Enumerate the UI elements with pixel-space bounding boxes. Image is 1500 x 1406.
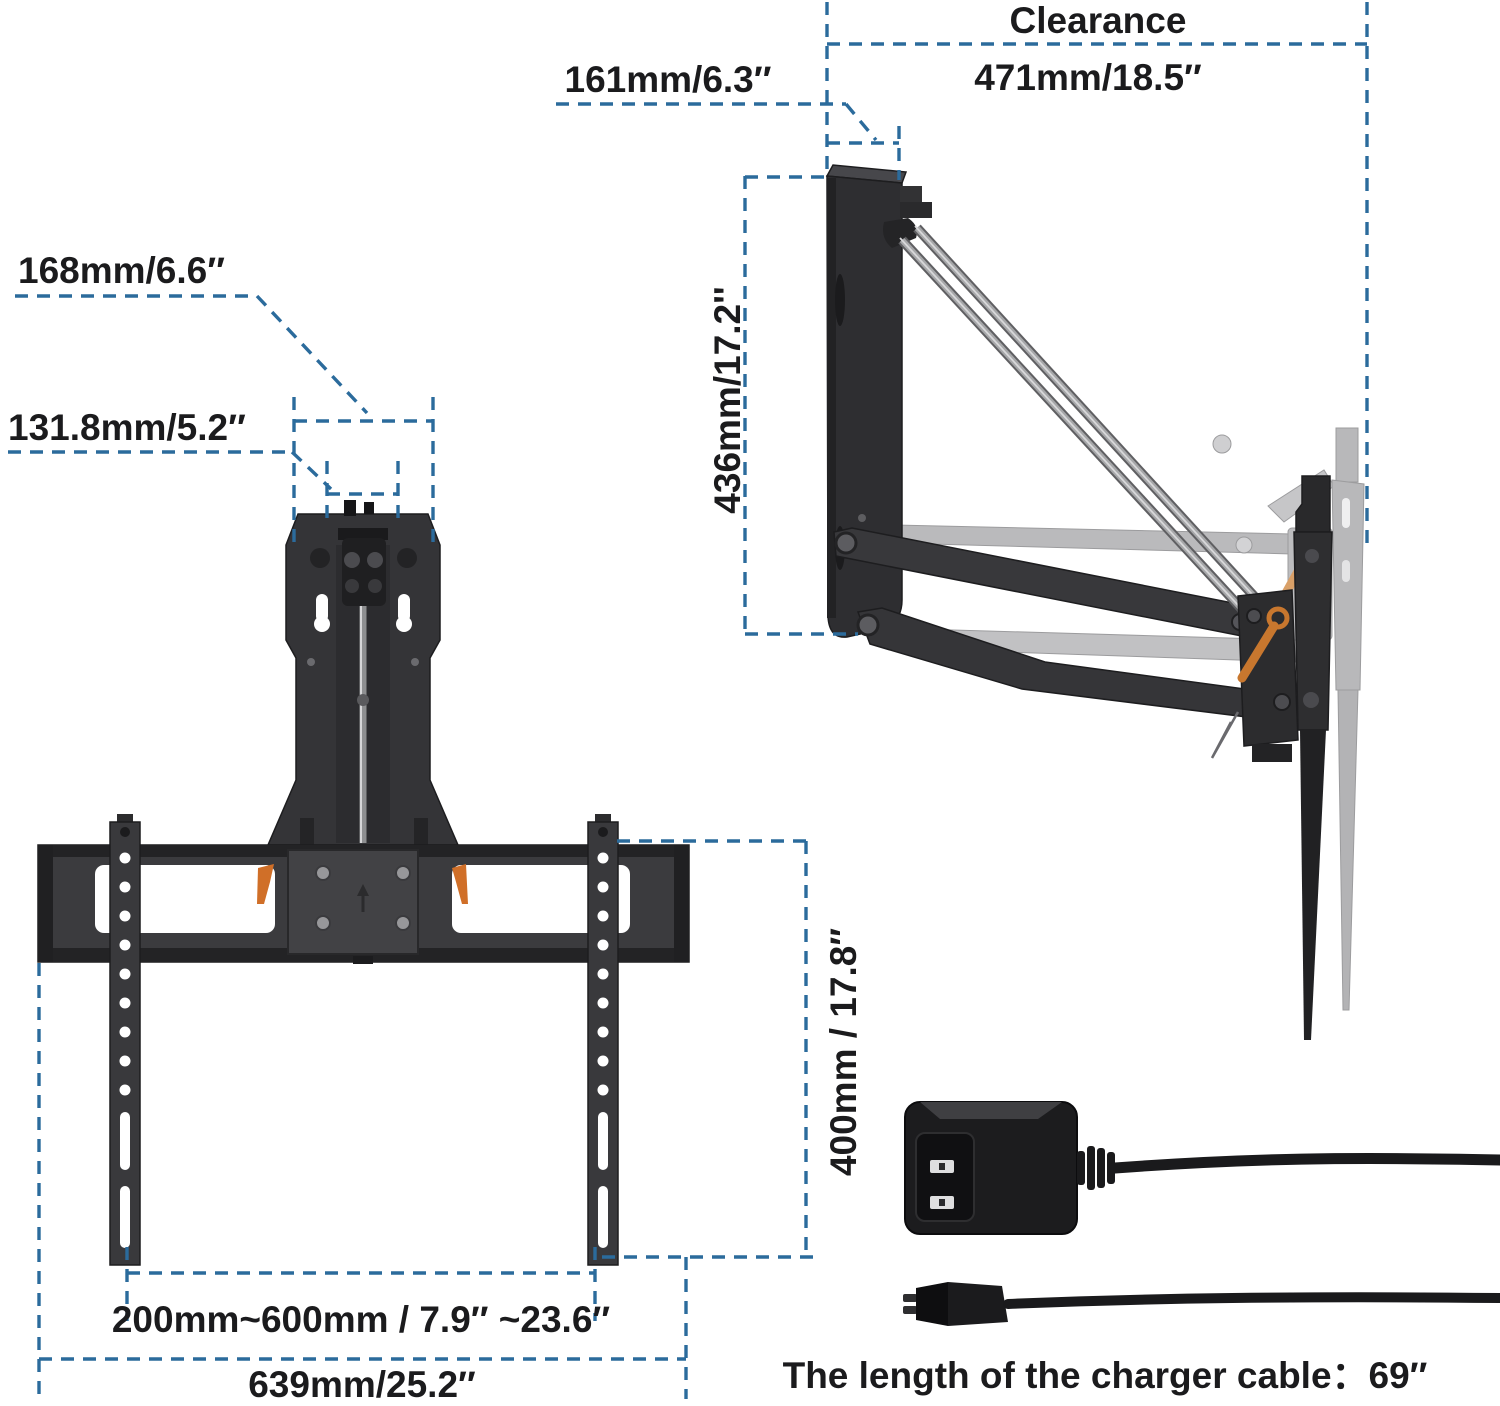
plate-screws bbox=[315, 865, 411, 931]
dim-top-width: 168mm/6.6″ bbox=[15, 250, 435, 546]
side-view: Clearance 471mm/18.5″ 161mm/6.3″ 436mm/1… bbox=[556, 0, 1369, 1040]
dim-folded-depth: 161mm/6.3″ bbox=[556, 59, 901, 180]
connector-cable bbox=[1003, 1292, 1500, 1309]
ghost-tv-bracket bbox=[1331, 479, 1365, 691]
dim-hole-spacing-label: 131.8mm/5.2″ bbox=[8, 407, 246, 448]
dim-clearance: Clearance 471mm/18.5″ bbox=[825, 0, 1369, 549]
dim-vesa-height-label: 400mm / 17.8″ bbox=[823, 928, 864, 1176]
charger-caption: The length of the charger cable：69″ bbox=[783, 1355, 1428, 1396]
dim-vesa-height: 400mm / 17.8″ bbox=[602, 839, 864, 1259]
charger-section: The length of the charger cable：69″ bbox=[783, 1101, 1500, 1396]
crossbar-window-right bbox=[452, 865, 630, 933]
dim-folded-depth-label: 161mm/6.3″ bbox=[565, 59, 772, 100]
dim-plate-height-label: 436mm/17.2'' bbox=[707, 286, 748, 513]
dim-hole-spacing: 131.8mm/5.2″ bbox=[8, 407, 400, 519]
front-view: 168mm/6.6″ 131.8mm/5.2″ 400mm / 17.8″ 20… bbox=[8, 250, 864, 1405]
dim-top-width-label: 168mm/6.6″ bbox=[18, 250, 225, 291]
adapter-prongs bbox=[930, 1160, 954, 1209]
dim-clearance-title: Clearance bbox=[1010, 0, 1187, 41]
arm-pivot-upper bbox=[834, 531, 858, 555]
power-cable bbox=[1109, 1153, 1500, 1174]
dim-vesa-width-range: 200mm~600mm / 7.9″ ~23.6″ bbox=[112, 1247, 611, 1340]
strain-relief bbox=[1077, 1146, 1115, 1190]
power-adapter bbox=[904, 1101, 1500, 1235]
arm-pivot-lower bbox=[856, 613, 880, 637]
dim-plate-height: 436mm/17.2'' bbox=[707, 175, 858, 636]
center-plate bbox=[287, 849, 419, 955]
dim-overall-width-label: 639mm/25.2″ bbox=[248, 1364, 476, 1405]
dim-clearance-value: 471mm/18.5″ bbox=[974, 57, 1202, 98]
top-drive-mechanism bbox=[310, 500, 417, 606]
dim-overall-width: 639mm/25.2″ bbox=[37, 963, 688, 1405]
vesa-rail-right bbox=[587, 814, 619, 1266]
tilt-lever-icon bbox=[1237, 606, 1290, 683]
safety-pin-wire bbox=[1210, 711, 1240, 759]
dim-vesa-width-label: 200mm~600mm / 7.9″ ~23.6″ bbox=[112, 1299, 611, 1340]
wall-plate-column bbox=[266, 500, 460, 846]
ghost-tv-bracket-tab bbox=[1335, 427, 1359, 483]
elbow-assembly bbox=[1210, 589, 1299, 762]
keyhole-slots bbox=[314, 594, 412, 632]
lift-rods bbox=[898, 224, 1267, 622]
tv-bracket bbox=[1293, 475, 1333, 1040]
up-arrow-icon bbox=[357, 884, 369, 912]
locking-clip-left bbox=[257, 864, 274, 904]
vesa-rail-left bbox=[109, 814, 141, 1266]
locking-clip-right bbox=[452, 864, 468, 904]
dc-connector bbox=[903, 1282, 1500, 1326]
support-arms bbox=[833, 527, 1259, 718]
